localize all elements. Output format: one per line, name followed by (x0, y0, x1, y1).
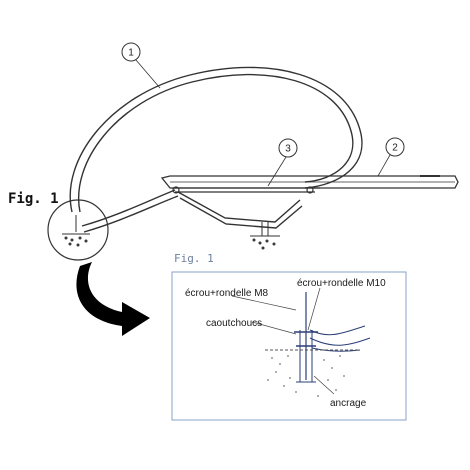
callout-3: 3 (267, 138, 298, 187)
inset-drawing (231, 287, 371, 395)
callout-1-number: 1 (128, 48, 134, 59)
callout-1: 1 (121, 42, 161, 89)
inset-frame (171, 271, 407, 421)
base-pipe (81, 189, 303, 233)
callout-2-number: 2 (392, 143, 398, 154)
detail-circle (47, 199, 109, 261)
board (160, 175, 459, 189)
label-nut-m8: écrou+rondelle M8 (185, 288, 269, 299)
label-nut-m10: écrou+rondelle M10 (297, 278, 386, 289)
arch-pipe (69, 66, 363, 213)
inset-concrete (267, 355, 345, 397)
label-rubber: caoutchoucs (206, 318, 262, 329)
callout-3-number: 3 (285, 144, 291, 155)
main-figure-label: Fig. 1 (8, 191, 59, 207)
callout-2: 2 (377, 137, 405, 177)
bracket (172, 186, 320, 194)
label-anchor: ancrage (330, 398, 367, 409)
inset-figure-label: Fig. 1 (174, 252, 214, 265)
right-anchor (250, 222, 280, 250)
left-anchor (62, 215, 90, 247)
curved-arrow-icon (76, 262, 150, 336)
